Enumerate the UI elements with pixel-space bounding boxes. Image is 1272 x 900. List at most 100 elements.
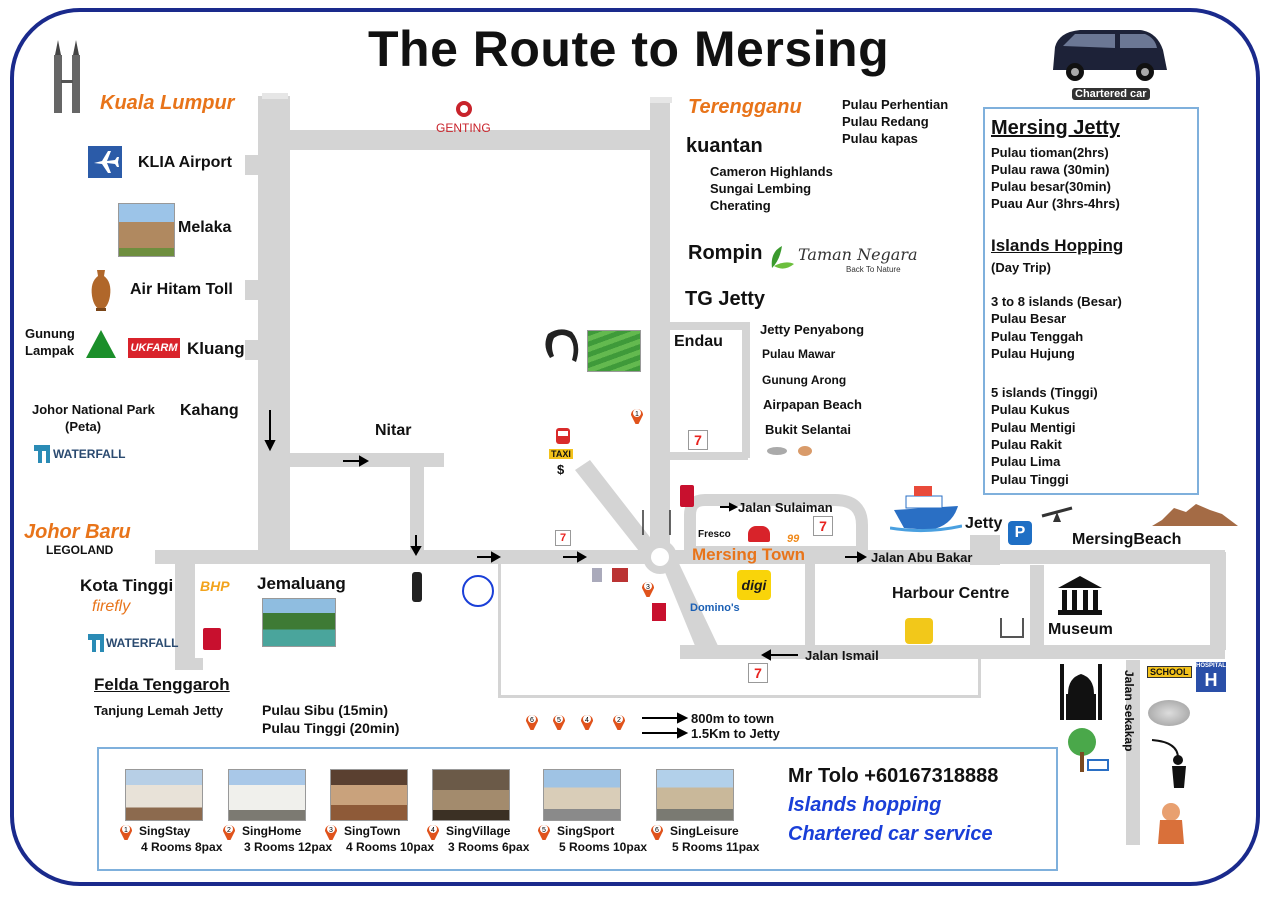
homestay-rooms: 3 Rooms 12pax — [244, 840, 333, 854]
seven-eleven-icon: 7 — [688, 430, 708, 450]
park-icon — [1068, 728, 1109, 772]
dollar-label: $ — [557, 462, 565, 477]
hospital-icon: HOSPITAL H — [1196, 662, 1226, 692]
svg-text:5: 5 — [557, 717, 561, 724]
gunung-arong-label: Gunung Arong — [762, 373, 847, 387]
rock-icon — [1148, 700, 1190, 726]
homestay-pin: 6 — [651, 825, 663, 840]
legoland-label: LEGOLAND — [46, 543, 114, 557]
farm-photo — [587, 330, 641, 372]
svg-text:6: 6 — [530, 717, 534, 724]
islands-hopping-heading: Islands Hopping — [991, 236, 1124, 255]
nitar-label: Nitar — [375, 422, 412, 439]
shell-icon — [798, 446, 812, 456]
svg-text:6: 6 — [655, 827, 659, 834]
homestay-name: SingHome — [242, 824, 302, 838]
svg-text:4: 4 — [585, 717, 589, 724]
legend-pin-2: 2 — [613, 715, 625, 730]
melaka-label: Melaka — [178, 219, 232, 236]
homestay-name: SingTown — [344, 824, 401, 838]
pulau-kapas-label: Pulau kapas — [842, 131, 918, 146]
svg-text:4: 4 — [431, 827, 435, 834]
kfc-icon — [203, 628, 221, 650]
pulau-mawar-label: Pulau Mawar — [762, 347, 836, 361]
cherating-label: Cherating — [710, 198, 771, 213]
pulau-redang-label: Pulau Redang — [842, 114, 929, 129]
jemaluang-label: Jemaluang — [257, 574, 346, 593]
museum-icon — [1058, 576, 1102, 615]
house-icon — [592, 568, 602, 582]
sungai-lembing-label: Sungai Lembing — [710, 181, 812, 196]
jetty-line-3: Pulau besar(30min) — [991, 179, 1111, 194]
tanjung-lemah-label: Tanjung Lemah Jetty — [94, 703, 224, 718]
seven-eleven-icon-3: 7 — [813, 516, 833, 536]
group2-line-5: Pulau Lima — [991, 454, 1061, 469]
fresco-label: Fresco — [698, 529, 731, 540]
taman-negara-label: Taman Negara — [798, 245, 918, 264]
group2-line-3: Pulau Mentigi — [991, 420, 1076, 435]
waterfall-icon — [34, 445, 50, 463]
pizza-hut-icon — [748, 526, 770, 542]
jalan-abu-bakar-label: Jalan Abu Bakar — [871, 550, 973, 565]
waterfall-label-2: WATERFALL — [106, 636, 179, 650]
group2-line-4: Pulau Rakit — [991, 437, 1062, 452]
homestay-name: SingLeisure — [670, 824, 739, 838]
pulau-sibu-label: Pulau Sibu (15min) — [262, 702, 389, 718]
rompin-label: Rompin — [688, 242, 763, 264]
legend-pin-6: 6 — [526, 715, 538, 730]
map-frame — [10, 8, 1260, 886]
seven-eleven-icon-2: 7 — [555, 530, 571, 546]
chartered-car-label: Chartered car — [1072, 88, 1150, 100]
van-icon — [1053, 30, 1167, 81]
ninety-nine-label: 99 — [787, 533, 800, 545]
tg-jetty-label: TG Jetty — [685, 288, 766, 310]
group2-line-1: 5 islands (Tinggi) — [991, 385, 1098, 400]
seven-eleven-icon-4: 7 — [748, 663, 768, 683]
homestay-name: SingStay — [139, 824, 191, 838]
fish-icon — [767, 447, 787, 455]
klia-label: KLIA Airport — [138, 154, 232, 171]
jemaluang-photo — [262, 598, 336, 647]
kuantan-label: kuantan — [686, 135, 763, 157]
jetty-label: Jetty — [965, 515, 1003, 532]
mersing-jetty-box: Mersing Jetty Pulau tioman(2hrs) Pulau r… — [983, 107, 1199, 495]
page-title: The Route to Mersing — [368, 21, 890, 77]
bukit-selantai-label: Bukit Selantai — [765, 422, 851, 437]
ferry-icon — [890, 486, 962, 533]
legend-pin-5: 5 — [553, 715, 565, 730]
svg-text:3: 3 — [329, 827, 333, 834]
homestay-name: SingSport — [557, 824, 615, 838]
group1-line-4: Pulau Hujung — [991, 346, 1075, 361]
back-to-nature-label: Back To Nature — [846, 265, 901, 274]
waterfall-icon-2 — [88, 634, 104, 652]
pulau-tinggi-label: Pulau Tinggi (20min) — [262, 720, 400, 736]
dominos-label: Domino's — [690, 602, 740, 614]
svg-text:1: 1 — [124, 827, 128, 834]
jalan-sulaiman-label: Jalan Sulaiman — [738, 500, 833, 515]
mosque-icon — [1060, 664, 1102, 720]
jetty-line-1: Pulau tioman(2hrs) — [991, 145, 1109, 160]
mersing-town-label: Mersing Town — [692, 545, 806, 564]
harbour-centre-label: Harbour Centre — [892, 585, 1010, 602]
legend-1-5km: 1.5Km to Jetty — [691, 726, 780, 741]
svg-text:2: 2 — [617, 717, 621, 724]
airpapan-label: Airpapan Beach — [763, 397, 862, 412]
museum-label: Museum — [1048, 621, 1113, 638]
homestay-name: SingVillage — [446, 824, 511, 838]
jalan-ismail-label: Jalan Ismail — [805, 648, 879, 663]
legend-pin-4: 4 — [581, 715, 593, 730]
fisherman-icon — [1151, 739, 1186, 788]
caveman-icon — [1158, 803, 1184, 844]
air-hitam-label: Air Hitam Toll — [130, 281, 233, 298]
felda-tenggaroh-label: Felda Tenggaroh — [94, 675, 230, 694]
temple-icon — [612, 568, 628, 582]
homestay-photo — [228, 769, 306, 821]
parking-icon: P — [1008, 521, 1032, 545]
leaf-icon — [771, 246, 794, 269]
contact-phone: Mr Tolo +60167318888 — [788, 765, 999, 787]
rock-island-icon — [1152, 504, 1238, 526]
homestay-rooms: 5 Rooms 11pax — [672, 840, 760, 854]
jetty-line-4: Puau Aur (3hrs-4hrs) — [991, 196, 1120, 211]
svg-text:1: 1 — [635, 411, 639, 418]
